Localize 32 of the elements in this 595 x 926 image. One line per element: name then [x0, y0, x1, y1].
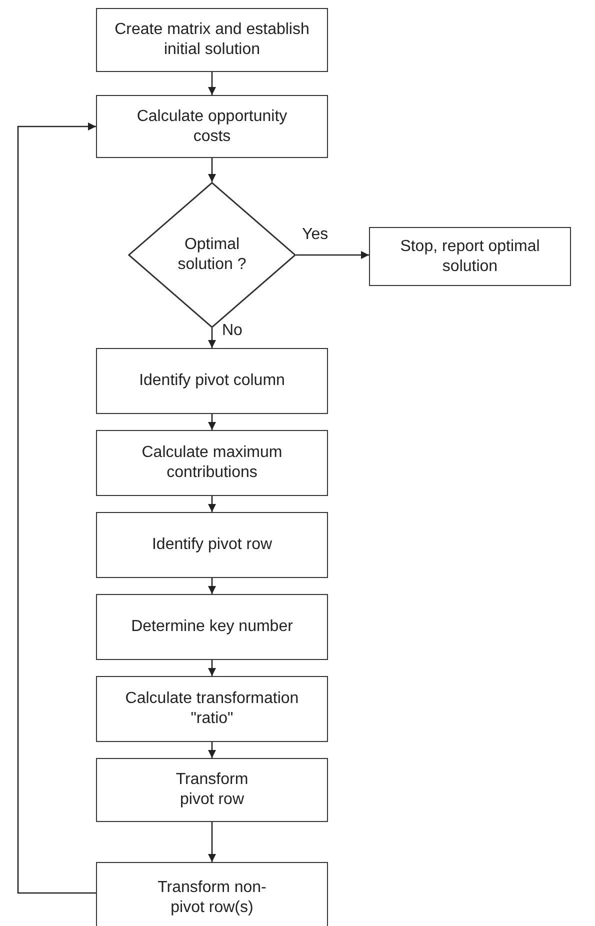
step-text: Stop, report optimal solution	[399, 236, 541, 276]
step-text: Transform pivot row	[174, 770, 250, 810]
step-text: Calculate maximum contributions	[140, 443, 284, 483]
step-text: Identify pivot row	[150, 535, 274, 555]
arrow	[208, 328, 216, 348]
process-box	[96, 594, 328, 660]
step-text: Determine key number	[130, 617, 294, 637]
arrow	[208, 660, 216, 676]
arrow	[208, 742, 216, 758]
process-box	[96, 430, 328, 496]
process-box	[96, 862, 328, 926]
process-box	[96, 512, 328, 578]
step-text: Transform non-pivot row(s)	[156, 878, 268, 918]
process-box	[96, 95, 328, 158]
process-box	[96, 348, 328, 414]
arrow	[208, 496, 216, 512]
arrow	[208, 72, 216, 95]
arrow	[208, 578, 216, 594]
step-text: Calculate transformation "ratio"	[124, 689, 300, 729]
arrow	[208, 414, 216, 430]
step-text: Optimal solution ?	[176, 235, 248, 275]
step-text: Identify pivot column	[138, 371, 286, 391]
arrow	[296, 251, 369, 259]
process-box	[369, 227, 571, 286]
arrow	[208, 822, 216, 862]
process-box	[96, 676, 328, 742]
arrow	[208, 158, 216, 182]
step-text: Create matrix and establish initial solution	[114, 20, 310, 60]
step-text: Calculate opportunity costs	[136, 106, 288, 146]
arrow	[17, 122, 96, 894]
process-box	[96, 8, 328, 72]
process-box	[96, 758, 328, 822]
